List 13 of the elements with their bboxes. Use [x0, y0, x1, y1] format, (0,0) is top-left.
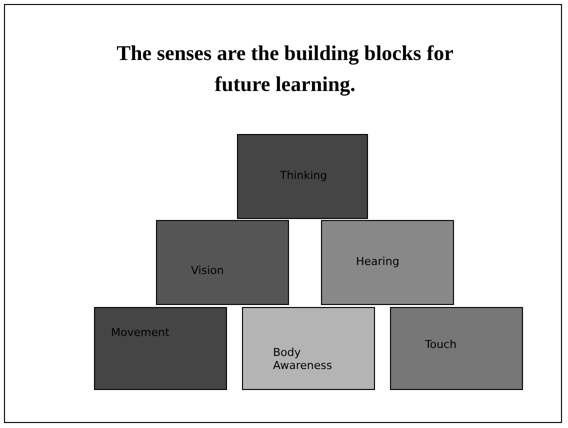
building-block [94, 307, 227, 390]
block-label: Hearing [356, 255, 400, 268]
block-label: Thinking [280, 169, 328, 182]
building-block [242, 307, 375, 390]
building-block [321, 220, 454, 305]
building-block [156, 220, 289, 305]
building-block [390, 307, 523, 390]
block-label: Vision [191, 264, 225, 277]
building-block [237, 134, 368, 219]
slide-title: The senses are the building blocks for future learning. [116, 40, 454, 98]
block-label: Touch [425, 338, 458, 351]
block-label: Movement [111, 326, 170, 339]
block-label: Body Awareness [273, 346, 334, 372]
